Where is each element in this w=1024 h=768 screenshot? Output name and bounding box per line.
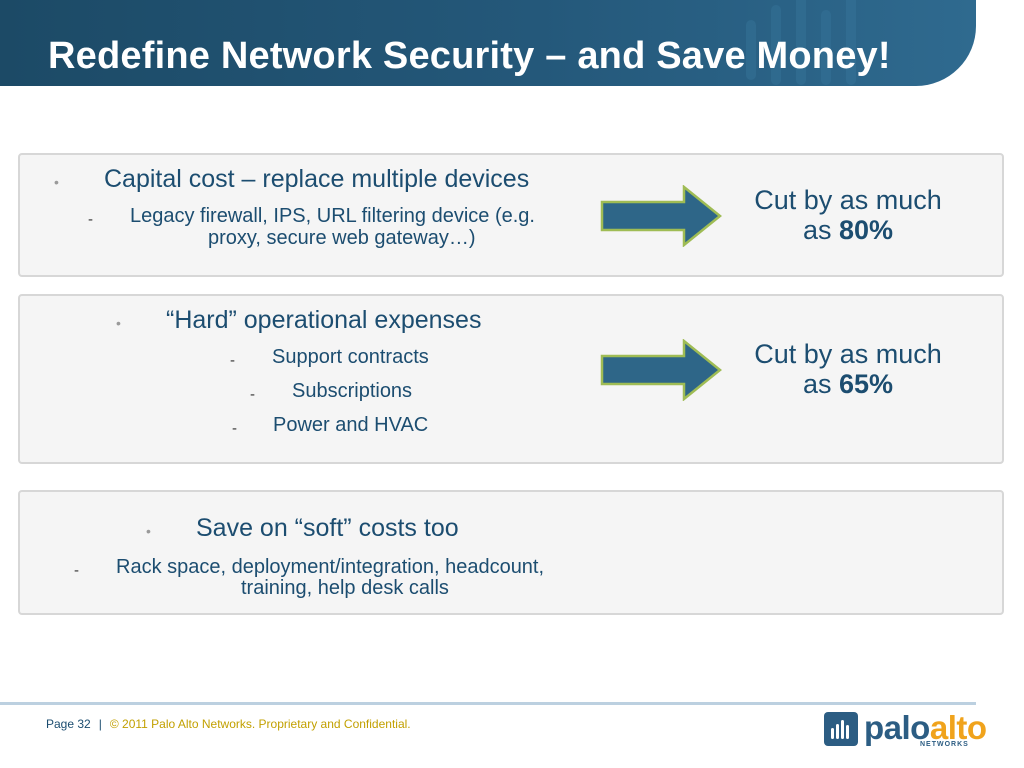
copyright-notice: © 2011 Palo Alto Networks. Proprietary a… (109, 717, 411, 731)
logo-wordmark: paloalto (864, 709, 987, 747)
result-value: 80% (839, 215, 894, 245)
operational-expenses-result: Cut by as much as 65% (728, 339, 968, 399)
logo-subtext: NETWORKS (920, 741, 969, 748)
list-item: Power and HVAC (273, 414, 429, 436)
capital-cost-result: Cut by as much as 80% (728, 185, 968, 245)
result-line2: as 80% (728, 215, 968, 245)
capital-cost-heading: Capital cost – replace multiple devices (104, 165, 530, 193)
bullet: • (116, 315, 121, 331)
result-value: 65% (839, 369, 894, 399)
soft-costs-detail-line1: Rack space, deployment/integration, head… (116, 556, 545, 578)
list-item: Support contracts (272, 346, 429, 368)
dash: - (230, 352, 235, 369)
result-line1: Cut by as much (754, 339, 942, 369)
result-line2: as 65% (728, 369, 968, 399)
logo-mark-icon (824, 712, 858, 746)
soft-costs-detail-line2: training, help desk calls (241, 577, 449, 599)
banner-decoration-graphic (746, 0, 856, 85)
slide-title: Redefine Network Security – and Save Mon… (48, 35, 891, 77)
dash: - (88, 211, 93, 228)
dash: - (74, 562, 79, 579)
dash: - (250, 386, 255, 403)
soft-costs-heading: Save on “soft” costs too (196, 514, 459, 542)
soft-costs-panel: • Save on “soft” costs too - Rack space,… (18, 490, 1004, 615)
operational-expenses-panel: • “Hard” operational expenses - Support … (18, 294, 1004, 464)
logo-part1: palo (864, 709, 930, 746)
page-number: Page 32 (46, 717, 91, 731)
dash: - (232, 420, 237, 437)
capital-cost-detail-line2: proxy, secure web gateway…) (208, 227, 476, 249)
result-prefix: as (802, 215, 832, 245)
operational-expenses-heading: “Hard” operational expenses (166, 306, 482, 334)
logo-part2: alto (929, 709, 987, 746)
bullet: • (54, 174, 59, 190)
title-banner: Redefine Network Security – and Save Mon… (0, 0, 976, 86)
footer-divider (0, 702, 976, 705)
arrow-right-icon (600, 339, 722, 401)
footer-separator: | (98, 717, 102, 731)
capital-cost-panel: • Capital cost – replace multiple device… (18, 153, 1004, 277)
footer: Page 32 | © 2011 Palo Alto Networks. Propr… (46, 717, 411, 731)
palo-alto-networks-logo: paloalto NETWORKS (824, 709, 987, 748)
result-prefix: as (802, 369, 832, 399)
capital-cost-detail-line1: Legacy firewall, IPS, URL filtering devi… (130, 205, 535, 227)
bullet: • (146, 523, 151, 539)
arrow-right-icon (600, 185, 722, 247)
result-line1: Cut by as much (754, 185, 942, 215)
list-item: Subscriptions (292, 380, 413, 402)
